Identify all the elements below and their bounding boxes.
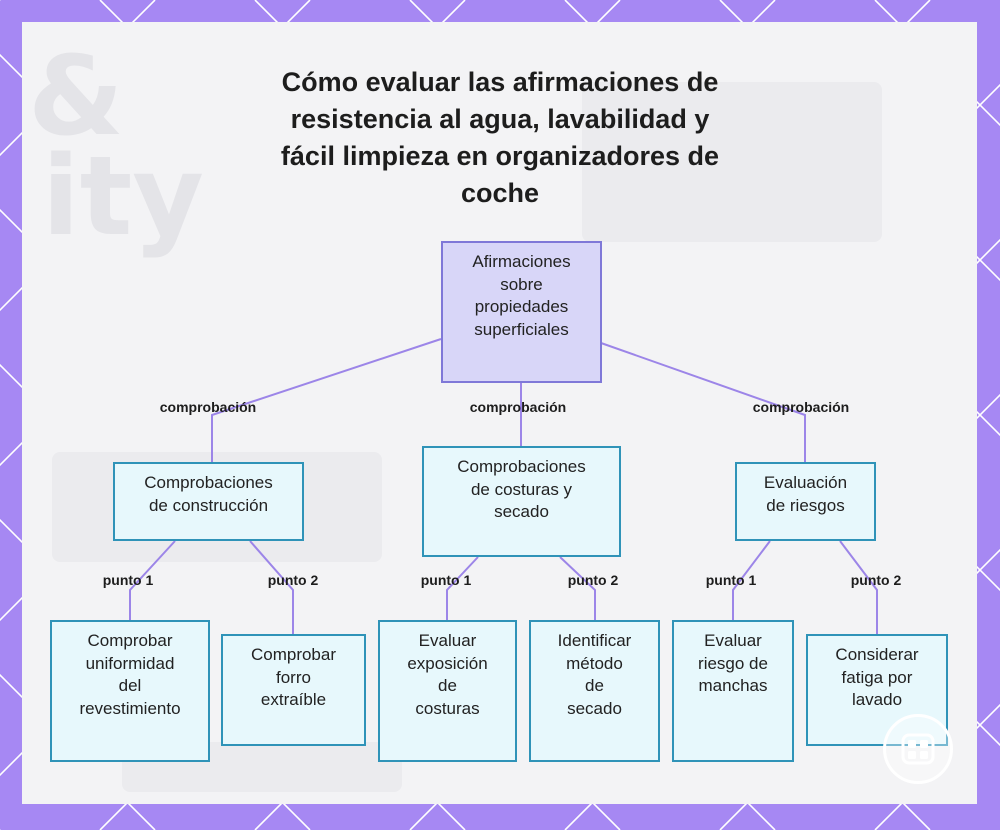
- node-text-line: superficiales: [474, 319, 569, 339]
- edge-label-branch-2-child-1: punto 1: [420, 572, 472, 588]
- frame-lattice-line: [0, 0, 156, 157]
- node-text-line: del: [118, 676, 142, 695]
- node-text-line: Evaluar: [418, 631, 477, 650]
- leaf-node-removable-lining: Comprobar forro extraíble: [221, 634, 366, 746]
- node-text-line: forro: [276, 667, 311, 687]
- node-text-line: de: [585, 676, 604, 695]
- edge-label-branch-2: comprobación: [469, 399, 567, 415]
- leaf-node-stain-risk: Evaluar riesgo de manchas: [672, 620, 794, 762]
- edge-label-branch-3: comprobación: [752, 399, 850, 415]
- edge-label-branch-1-child-1: punto 1: [102, 572, 154, 588]
- edge-branch-2-child-1: [446, 556, 479, 620]
- leaf-node-wash-fatigue: Considerar fatiga por lavado: [806, 634, 948, 746]
- node-text-line: extraíble: [260, 690, 327, 709]
- node-text-line: método: [566, 653, 623, 673]
- edge-branch-1-child-2: [249, 540, 294, 634]
- edge-root-branch-3: [600, 342, 806, 462]
- node-text-line: de riesgos: [766, 495, 845, 515]
- node-text-line: secado: [567, 698, 622, 718]
- frame-lattice-line: [0, 673, 156, 830]
- node-text-line: Evaluación: [763, 473, 848, 492]
- node-text-line: de costuras y: [470, 479, 573, 499]
- node-text-line: propiedades: [474, 297, 569, 316]
- node-text-line: riesgo de: [698, 653, 768, 673]
- node-text-line: Comprobaciones: [144, 473, 273, 492]
- node-text-line: lavado: [851, 690, 903, 709]
- node-text-line: exposición: [407, 653, 488, 673]
- node-text-line: Evaluar: [704, 631, 762, 650]
- node-text-line: secado: [494, 502, 549, 521]
- edge-branch-1-child-1: [129, 540, 176, 620]
- edge-label-branch-1: comprobación: [159, 399, 257, 415]
- leaf-node-coating-uniformity: Comprobar uniformidad del revestimiento: [50, 620, 210, 762]
- root-node: Afirmaciones sobre propiedades superfici…: [441, 241, 602, 383]
- node-text-line: Considerar: [835, 645, 919, 664]
- node-text-line: de construcción: [148, 495, 269, 515]
- edge-label-branch-3-child-2: punto 2: [850, 572, 902, 588]
- node-text-line: de: [438, 676, 457, 695]
- branch-node-seams-drying: Comprobaciones de costuras y secado: [422, 446, 621, 557]
- node-text-line: costuras: [415, 698, 480, 718]
- background-decoration: [582, 82, 882, 242]
- edge-label-branch-3-child-1: punto 1: [705, 572, 757, 588]
- node-text-line: Comprobaciones: [457, 457, 586, 476]
- background-decoration: ity: [42, 132, 204, 260]
- node-text-line: Afirmaciones: [472, 252, 571, 271]
- edge-branch-2-child-2: [559, 556, 596, 620]
- background-decoration: &: [28, 32, 124, 160]
- edge-root-branch-1: [211, 338, 442, 462]
- leaf-node-seam-exposure: Evaluar exposición de costuras: [378, 620, 517, 762]
- node-text-line: uniformidad: [85, 653, 175, 673]
- branch-node-risk-evaluation: Evaluación de riesgos: [735, 462, 876, 541]
- node-text-line: Comprobar: [87, 631, 173, 650]
- leaf-node-drying-method: Identificar método de secado: [529, 620, 660, 762]
- app-logo-icon: [883, 714, 953, 784]
- node-text-line: sobre: [500, 274, 543, 294]
- edge-label-branch-2-child-2: punto 2: [567, 572, 619, 588]
- edge-branch-3-child-1: [732, 540, 771, 620]
- branch-node-construction: Comprobaciones de construcción: [113, 462, 304, 541]
- node-text-line: Identificar: [557, 631, 632, 650]
- node-text-line: manchas: [698, 676, 768, 695]
- edge-label-branch-1-child-2: punto 2: [267, 572, 319, 588]
- diagram-title: Cómo evaluar las afirmaciones de resiste…: [280, 67, 720, 208]
- node-text-line: revestimiento: [79, 698, 181, 718]
- node-text-line: fatiga por: [841, 667, 913, 687]
- node-text-line: Comprobar: [250, 645, 337, 664]
- edge-branch-3-child-2: [839, 540, 878, 634]
